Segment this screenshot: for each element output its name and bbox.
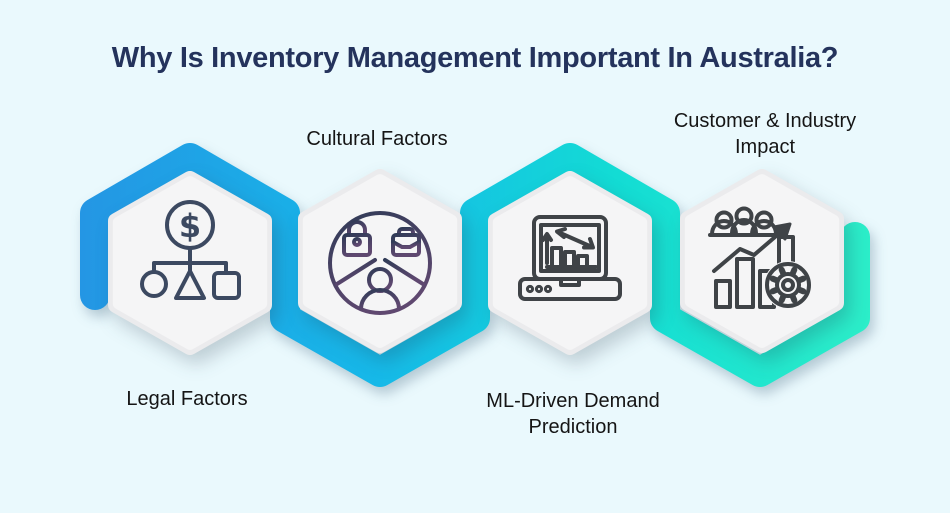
infographic-title: Why Is Inventory Management Important In…	[111, 42, 839, 74]
hexagon-legal-factors: $	[108, 171, 272, 355]
audience-growth-gear-icon	[708, 206, 812, 309]
hexagon-ml-demand	[488, 171, 652, 355]
person-icon	[359, 267, 401, 311]
hexagon-face	[492, 176, 648, 350]
ribbon-path	[80, 143, 870, 387]
label-customer-industry: Customer & Industry Impact	[673, 110, 857, 158]
laptop-analytics-icon	[518, 215, 622, 301]
label-legal-factors: Legal Factors	[126, 388, 248, 410]
briefcase-icon	[391, 227, 421, 257]
hexagon-cultural-factors	[298, 169, 462, 353]
padlock-icon	[342, 220, 372, 257]
hexagon-face	[302, 174, 458, 348]
hexagon-customer-industry	[680, 169, 844, 353]
hexagon-face	[684, 174, 840, 348]
dollar-hierarchy-icon: $	[140, 200, 241, 300]
gear-icon	[764, 261, 812, 309]
label-ml-demand: ML-Driven Demand Prediction	[486, 390, 660, 438]
label-cultural-factors: Cultural Factors	[306, 128, 448, 150]
svg-text:$: $	[179, 207, 201, 245]
culture-segments-icon	[328, 211, 432, 315]
